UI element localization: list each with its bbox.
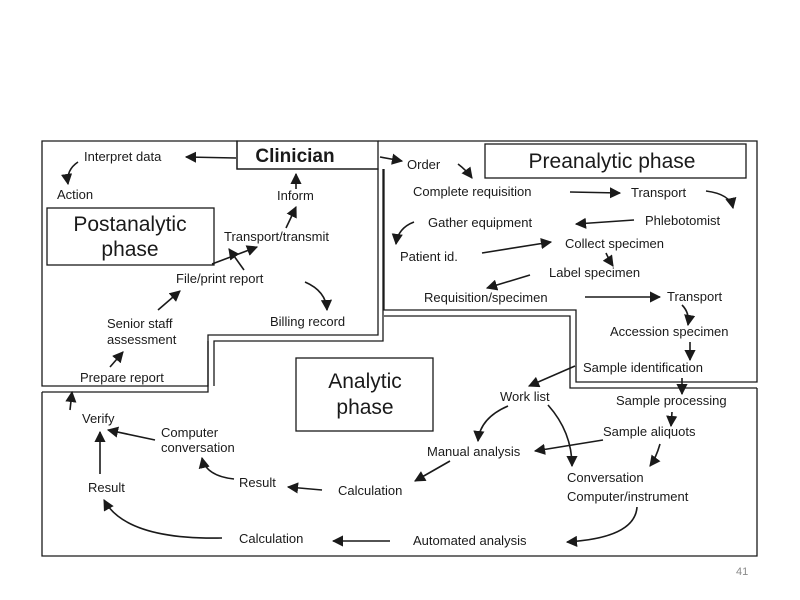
- arrow-clinician-to-order: [379, 153, 404, 165]
- arrow-clinician-to-interpret: [184, 151, 237, 163]
- postanalytic-region-inner: [213, 169, 384, 386]
- arrow-transport-curve: [705, 190, 737, 210]
- step-order: Order: [407, 157, 441, 172]
- arrow-instrument-to-automated: [565, 506, 638, 547]
- step-conversation: Conversation: [567, 470, 644, 485]
- arrow-transport-to-accession: [681, 304, 696, 327]
- step-requisition-specimen: Requisition/specimen: [424, 290, 548, 305]
- arrow-transport-to-inform: [285, 205, 297, 229]
- preanalytic-region: [378, 140, 758, 383]
- arrow-postanalytic-to-transport: [211, 245, 259, 265]
- step-work-list: Work list: [500, 389, 550, 404]
- step-prepare-report: Prepare report: [80, 370, 164, 385]
- clinician-title: Clinician: [255, 146, 334, 167]
- step-billing-record: Billing record: [270, 314, 345, 329]
- arrow-interpret-to-action: [61, 161, 79, 186]
- arrow-verify-to-prepare: [65, 390, 77, 411]
- arrow-calculation-to-result-1: [286, 482, 323, 494]
- step-senior-staff-line2: assessment: [107, 332, 177, 347]
- arrow-senior-to-file: [157, 290, 181, 311]
- arrow-manual-to-calculation: [414, 460, 451, 482]
- arrow-result-to-conversation: [198, 456, 235, 480]
- step-computer-conversation-line1: Computer: [161, 425, 219, 440]
- step-sample-processing: Sample processing: [616, 393, 727, 408]
- step-complete-requisition: Complete requisition: [413, 184, 532, 199]
- postanalytic-title-line1: Postanalytic: [73, 213, 186, 236]
- step-computer-conversation-line2: conversation: [161, 440, 235, 455]
- arrow-file-to-transport: [228, 248, 245, 271]
- step-inform: Inform: [277, 188, 314, 203]
- arrow-aliquots-to-manual: [533, 439, 604, 455]
- preanalytic-title: Preanalytic phase: [529, 150, 696, 173]
- preanalytic-title-box: [484, 143, 747, 179]
- step-sample-identification: Sample identification: [583, 360, 703, 375]
- analytic-title-box: [295, 357, 434, 432]
- step-phlebotomist: Phlebotomist: [645, 213, 721, 228]
- clinician-box: [236, 140, 379, 170]
- step-action: Action: [57, 187, 93, 202]
- postanalytic-region: [41, 140, 379, 387]
- step-manual-analysis: Manual analysis: [427, 444, 521, 459]
- step-transport-2: Transport: [667, 289, 723, 304]
- step-senior-staff-line1: Senior staff: [107, 316, 173, 331]
- step-result-1: Result: [239, 475, 276, 490]
- step-sample-aliquots: Sample aliquots: [603, 424, 696, 439]
- arrow-requisition-to-transport: [569, 187, 622, 199]
- arrow-file-to-billing: [304, 281, 333, 312]
- arrow-collect-to-label: [602, 252, 614, 267]
- step-accession-specimen: Accession specimen: [610, 324, 729, 339]
- analytic-region: [41, 341, 758, 557]
- step-transport-1: Transport: [631, 185, 687, 200]
- arrow-label-to-requisition: [485, 274, 531, 291]
- arrow-worklist-to-manual: [473, 405, 509, 443]
- arrow-conversation-to-verify: [106, 426, 156, 441]
- arrow-identification-to-worklist: [527, 365, 576, 388]
- step-gather-equipment: Gather equipment: [428, 215, 532, 230]
- page-number: 41: [736, 566, 749, 578]
- step-label-specimen: Label specimen: [549, 265, 640, 280]
- analytic-title-line1: Analytic: [328, 370, 402, 393]
- step-calculation-auto: Calculation: [239, 531, 303, 546]
- arrow-processing-to-aliquots: [666, 411, 678, 428]
- step-collect-specimen: Collect specimen: [565, 236, 664, 251]
- step-automated-analysis: Automated analysis: [413, 533, 527, 548]
- step-verify: Verify: [82, 411, 115, 426]
- postanalytic-title-box: [46, 207, 215, 266]
- step-file-print-report: File/print report: [176, 271, 264, 286]
- step-transport-transmit: Transport/transmit: [224, 229, 329, 244]
- arrow-order-to-requisition: [457, 163, 473, 179]
- step-interpret-data: Interpret data: [84, 149, 162, 164]
- arrow-patient-to-collect: [481, 238, 553, 254]
- arrow-worklist-to-conversation: [547, 404, 578, 468]
- arrow-prepare-to-senior: [109, 351, 124, 368]
- arrow-phlebotomist-to-equipment: [574, 217, 635, 229]
- arrow-calculation-to-result-2: [103, 499, 223, 539]
- preanalytic-region-inner: [384, 315, 757, 389]
- arrow-aliquots-to-conversation: [649, 443, 661, 467]
- step-patient-id: Patient id.: [400, 249, 458, 264]
- step-calculation-manual: Calculation: [338, 483, 402, 498]
- arrow-equipment-curve: [391, 221, 415, 246]
- step-result-2: Result: [88, 480, 125, 495]
- analytic-title-line2: phase: [336, 396, 393, 419]
- postanalytic-title-line2: phase: [101, 238, 158, 261]
- step-computer-instrument: Computer/instrument: [567, 489, 689, 504]
